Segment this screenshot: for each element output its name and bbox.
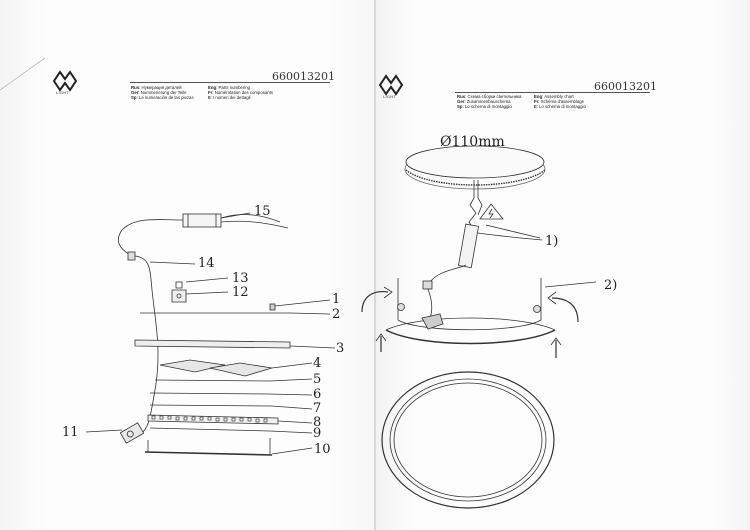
parts-numbering-sheet: LIGHT 660013201 Rus: Нумерация деталей G… [0,0,375,530]
electric-hazard-icon [479,203,504,220]
part-label: 5 [313,372,321,387]
header-rule [130,82,330,83]
part-led-strip [147,414,279,425]
part-label: 1 [332,292,340,307]
page-fold [374,0,376,530]
part-driver [117,213,289,435]
part-label: 6 [313,387,321,402]
part-label: 14 [198,256,215,271]
article-code: 660013201 [594,80,657,93]
part-label: 9 [313,426,321,441]
part-label: 13 [232,271,249,286]
part-label: 15 [254,204,271,219]
brand-logo-icon [52,70,78,92]
curved-arrow-icon [547,291,579,323]
brand-sub-label: LIGHT [56,90,70,95]
part-label: 2 [332,307,340,322]
legend-column-2: Eng: Parts numbering Fr: Numérotation de… [208,85,273,101]
brand-sub-label: LIGHT [383,94,397,99]
legend-column-1: Rus: Схема сборки светильника Ger: Zusam… [457,94,522,110]
part-label: 7 [313,401,321,416]
step-label-2: 2) [604,278,617,293]
up-arrow-icon [550,337,562,358]
part-label: 8 [313,415,321,430]
part-label: 3 [336,341,344,356]
part-label: 12 [232,285,249,300]
part-connector [119,422,145,444]
brand-logo-icon [378,74,404,96]
up-arrow-icon [375,333,387,352]
part-label: 4 [313,356,321,371]
part-labels: 1 2 3 4 5 6 7 8 9 10 11 12 13 14 15 [62,204,344,457]
part-label: 10 [314,442,331,457]
assembly-chart-sheet [375,0,750,530]
legend-column-1: Rus: Нумерация деталей Ger: Nummerierung… [131,85,194,101]
article-code: 660013201 [272,70,335,83]
legend-column-2: Eng: Assembly chart Fr: Schéma d'assembl… [534,94,586,110]
diameter-label: Ø110mm [440,134,505,150]
step-label-1: 1) [545,234,558,249]
curved-arrow-icon [361,286,393,313]
part-frame [144,438,273,456]
part-label: 11 [62,425,79,440]
part-mount-bracket [171,281,187,303]
assembly-driver [457,223,480,269]
header-rule [455,92,650,93]
